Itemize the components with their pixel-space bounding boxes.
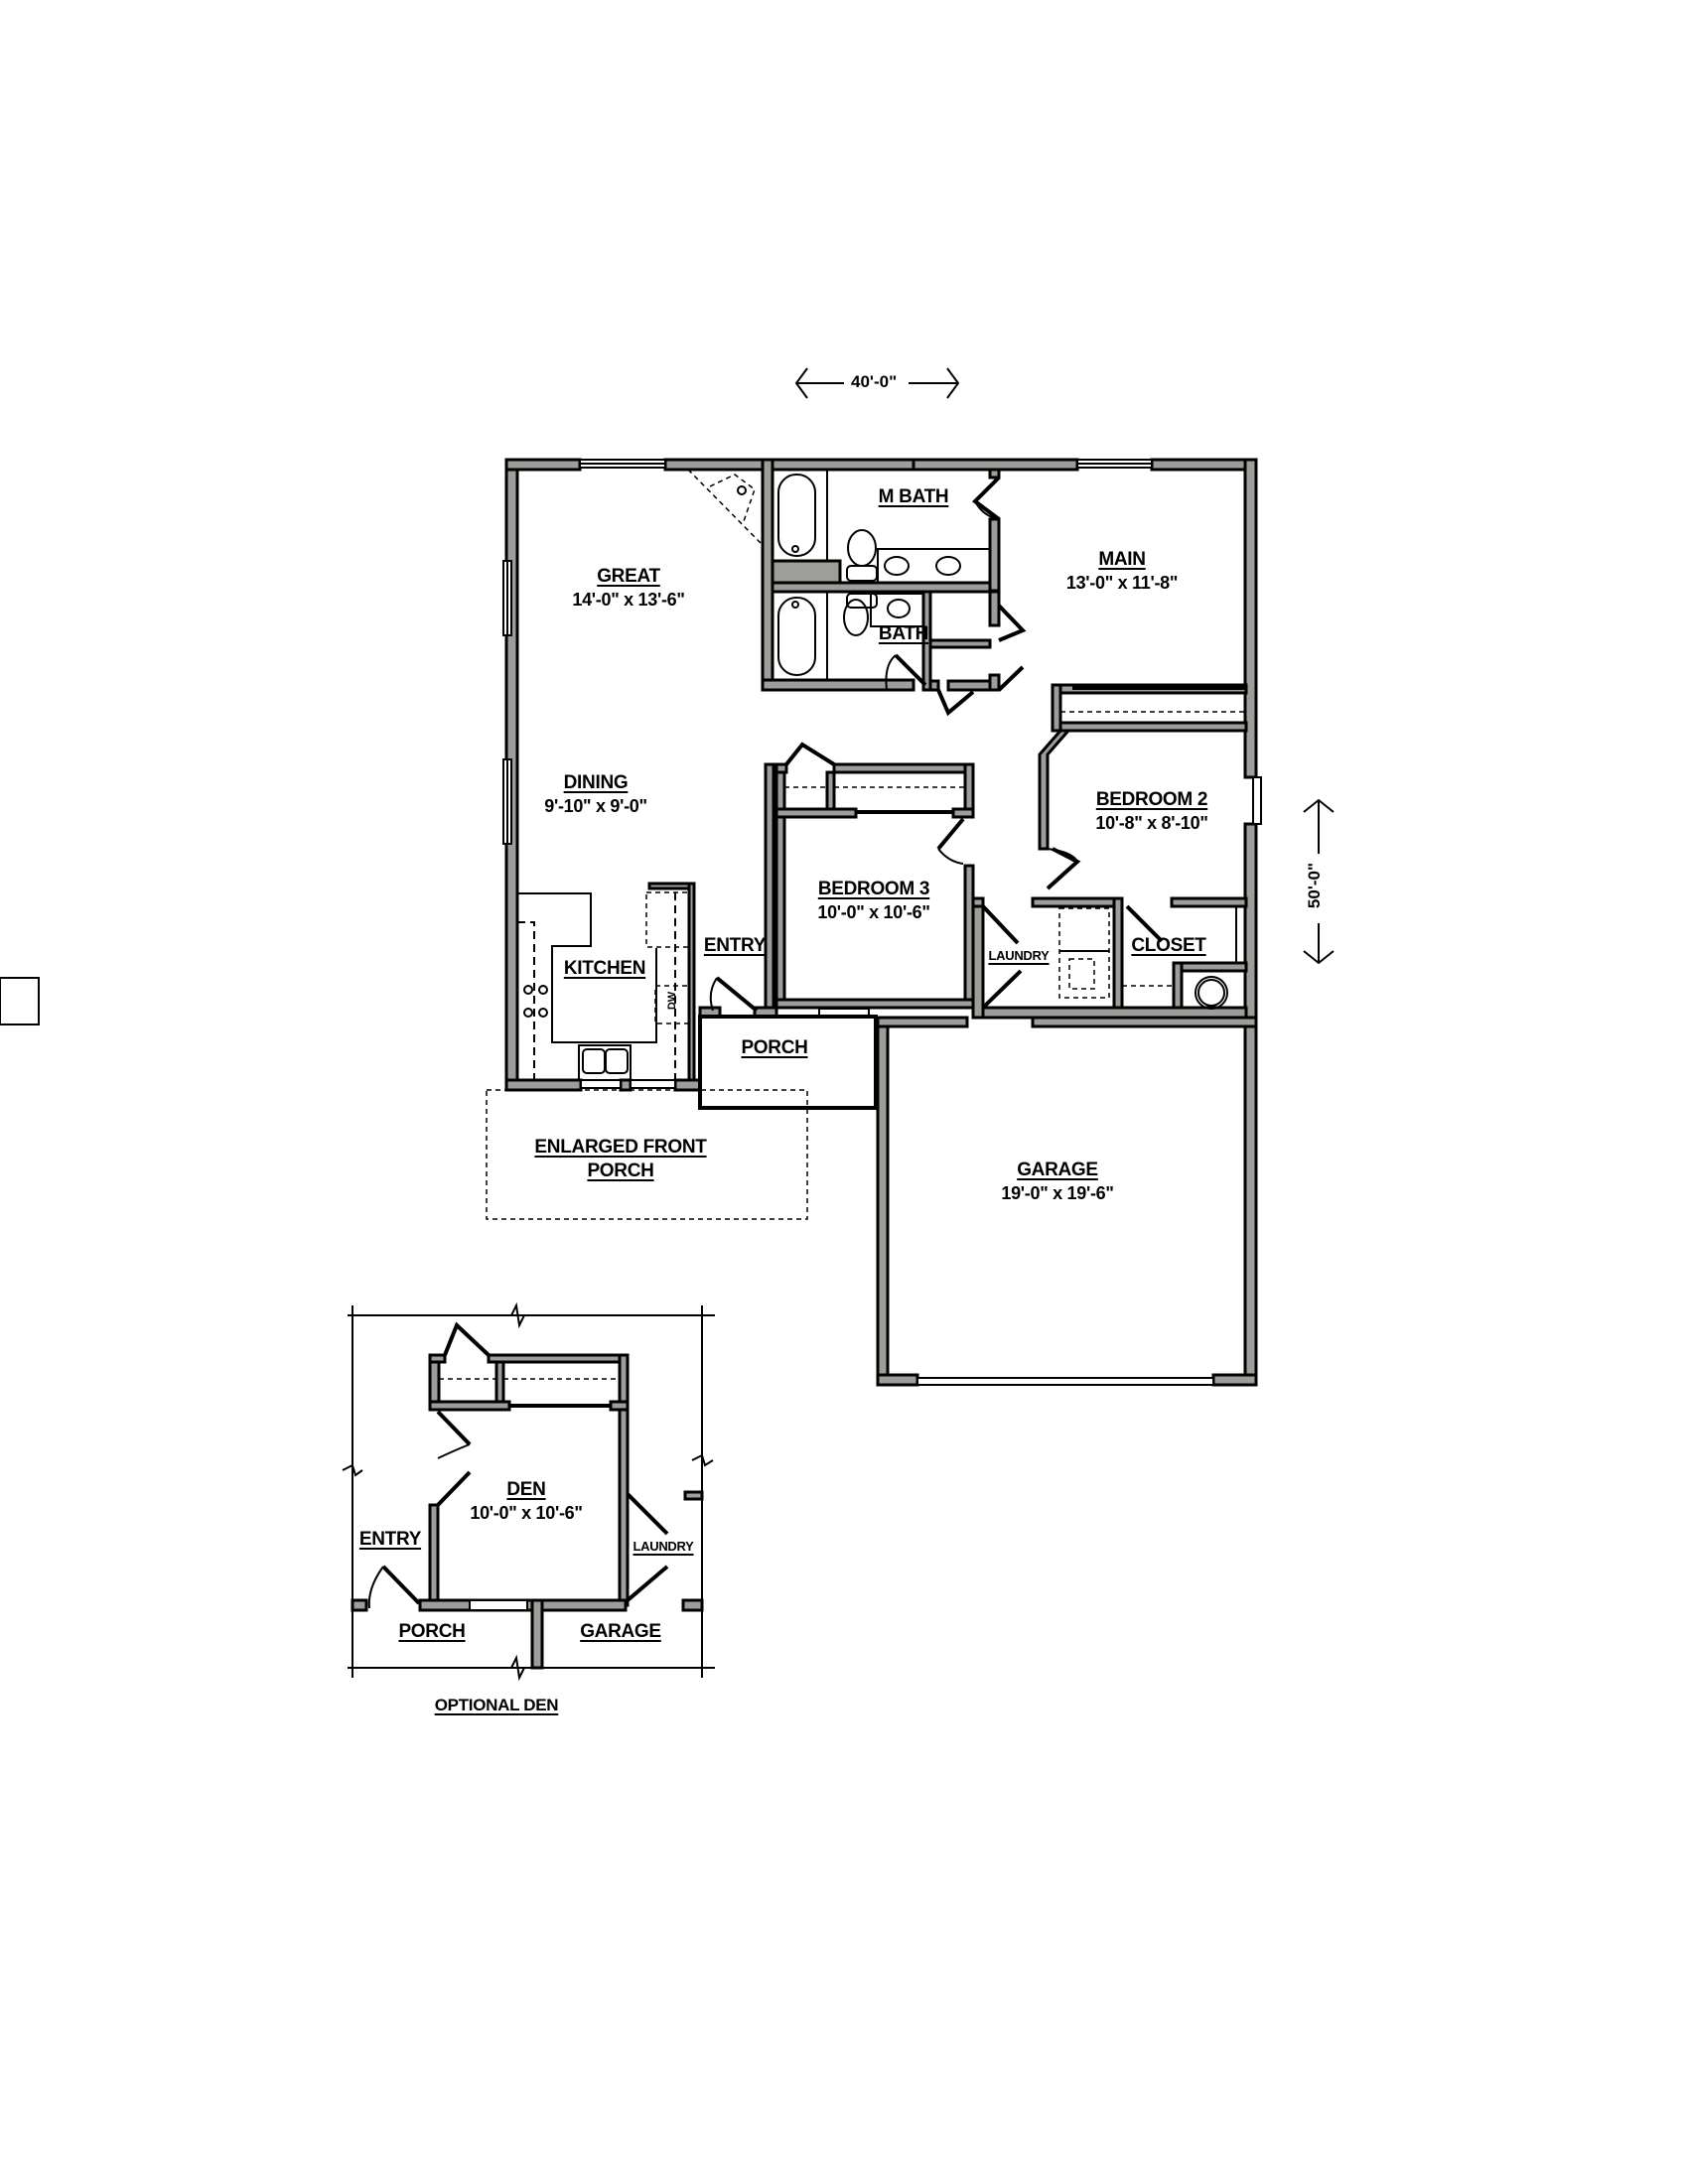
main-closet	[1051, 683, 1248, 733]
room-dining-name: DINING	[563, 772, 629, 793]
den-entry-name: ENTRY	[358, 1529, 422, 1550]
den-size: 10'-0" x 10'-6"	[470, 1503, 583, 1523]
room-great-size: 14'-0" x 13'-6"	[572, 590, 685, 610]
depth-dimension-label: 50'-0"	[1305, 858, 1326, 913]
room-kitchen: KITCHEN	[556, 958, 653, 980]
entry-porch	[486, 762, 878, 1220]
dishwasher-text: DW	[666, 991, 678, 1011]
den-room: DEN 10'-0" x 10'-6"	[457, 1479, 596, 1524]
room-main-size: 13'-0" x 11'-8"	[1065, 573, 1179, 593]
room-garage-size: 19'-0" x 19'-6"	[1001, 1183, 1114, 1203]
optional-den-drawing	[342, 1301, 715, 1682]
kitchen-dishwasher-label: DW	[666, 987, 678, 1015]
room-great-name: GREAT	[597, 566, 660, 587]
corner-fireplace	[687, 469, 762, 544]
room-kitchen-name: KITCHEN	[563, 958, 646, 979]
den-laundry-name: LAUNDRY	[633, 1539, 694, 1554]
den-garage: GARAGE	[576, 1621, 665, 1643]
bedroom3-walls	[774, 742, 975, 1010]
den-name: DEN	[506, 1479, 546, 1500]
room-m-bath: M BATH	[864, 486, 963, 508]
bath-doors	[885, 476, 1027, 717]
optional-den-title-text: OPTIONAL DEN	[434, 1696, 559, 1714]
den-porch: PORCH	[392, 1621, 472, 1643]
room-m-bath-name: M BATH	[878, 486, 949, 507]
room-main-name: MAIN	[1098, 549, 1146, 570]
laundry-closet-walls	[971, 896, 1248, 1020]
room-bedroom2-size: 10'-8" x 8'-10"	[1095, 813, 1208, 833]
room-laundry: LAUNDRY	[983, 948, 1055, 963]
room-porch-name: PORCH	[741, 1037, 808, 1058]
windows	[502, 459, 1262, 1386]
room-bedroom3-size: 10'-0" x 10'-6"	[817, 902, 930, 922]
room-entry: ENTRY	[700, 935, 770, 957]
width-dimension-label: 40'-0"	[847, 372, 902, 392]
room-bedroom2: BEDROOM 2 10'-8" x 8'-10"	[1077, 789, 1226, 834]
room-closet: CLOSET	[1124, 935, 1213, 957]
room-bedroom2-name: BEDROOM 2	[1095, 789, 1208, 810]
room-garage: GARAGE 19'-0" x 19'-6"	[983, 1160, 1132, 1204]
enlarged-porch-line1: ENLARGED FRONT	[534, 1137, 707, 1158]
den-garage-name: GARAGE	[580, 1621, 661, 1642]
room-bedroom3: BEDROOM 3 10'-0" x 10'-6"	[799, 879, 948, 923]
bath-block-walls	[761, 458, 1001, 692]
room-bedroom3-name: BEDROOM 3	[817, 879, 930, 899]
room-dining-size: 9'-10" x 9'-0"	[544, 796, 647, 816]
room-great: GREAT 14'-0" x 13'-6"	[544, 566, 713, 611]
room-dining: DINING 9'-10" x 9'-0"	[516, 772, 675, 817]
room-laundry-name: LAUNDRY	[988, 948, 1050, 963]
optional-den-title: OPTIONAL DEN	[417, 1696, 576, 1715]
width-dimension-arrow	[794, 367, 960, 399]
enlarged-porch-line2: PORCH	[587, 1160, 654, 1181]
den-entry: ENTRY	[355, 1529, 425, 1551]
room-entry-name: ENTRY	[703, 935, 767, 956]
room-bath: BATH	[869, 623, 938, 645]
depth-dimension-arrow	[1303, 798, 1335, 965]
room-enlarged-front-porch: ENLARGED FRONT PORCH	[516, 1137, 725, 1182]
room-porch: PORCH	[735, 1037, 814, 1059]
room-main: MAIN 13'-0" x 11'-8"	[1048, 549, 1196, 594]
kitchen-layout	[0, 882, 696, 1082]
bathtubs	[772, 469, 828, 681]
den-laundry: LAUNDRY	[631, 1539, 696, 1554]
room-garage-name: GARAGE	[1017, 1160, 1098, 1180]
room-closet-name: CLOSET	[1131, 935, 1206, 956]
den-porch-name: PORCH	[398, 1621, 466, 1642]
bath-fixtures	[843, 529, 991, 636]
room-bath-name: BATH	[878, 623, 929, 644]
